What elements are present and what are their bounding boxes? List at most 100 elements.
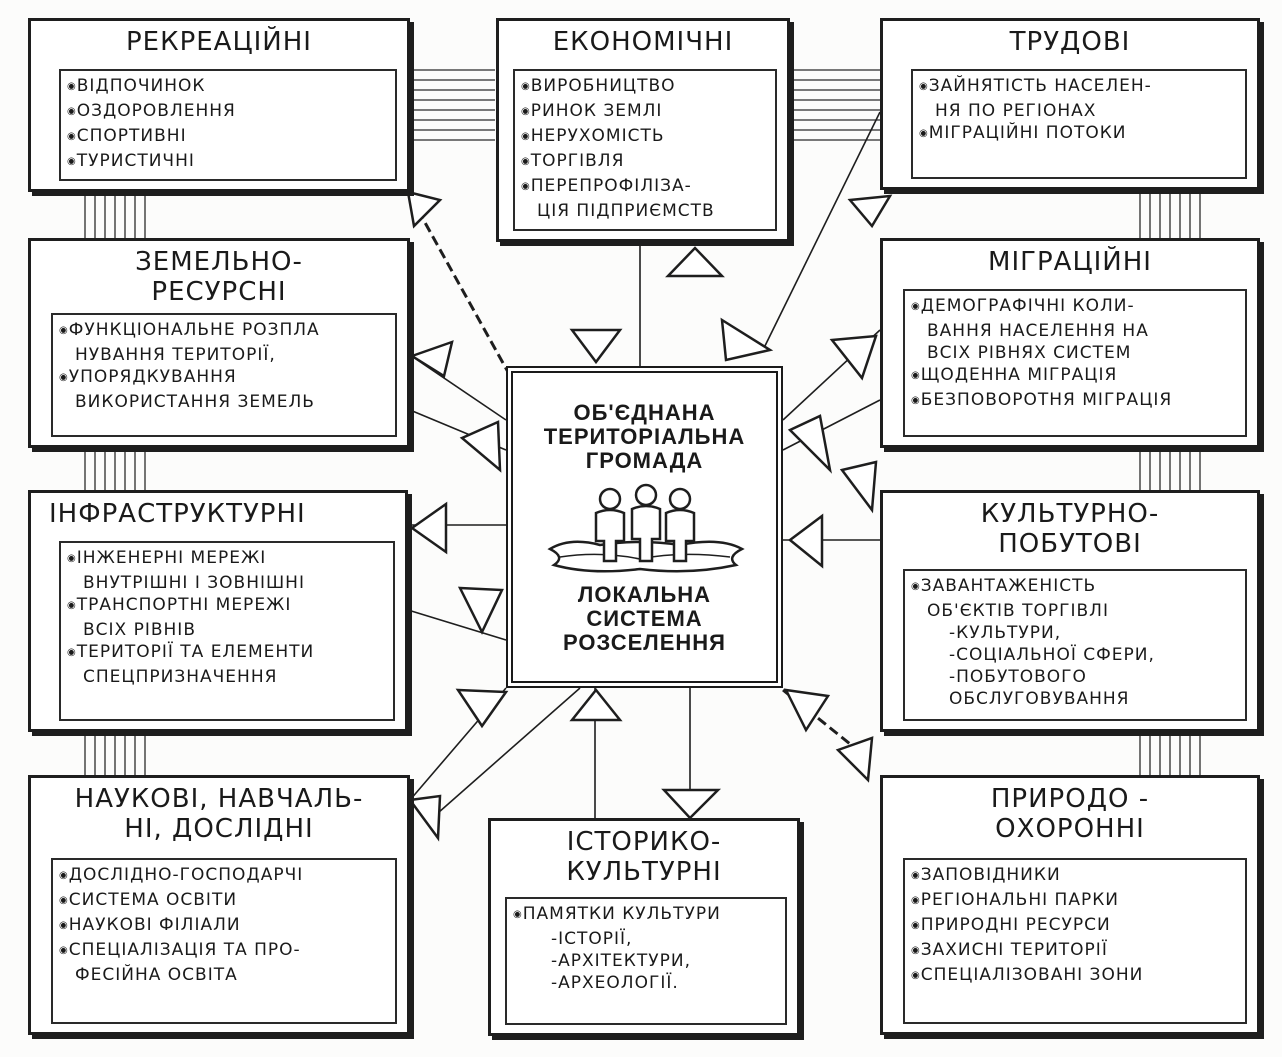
list-item: МІГРАЦІЙНІ ПОТОКИ	[919, 122, 1239, 147]
arrowhead-infrastructure	[409, 501, 448, 555]
arrowhead-labor	[847, 194, 893, 229]
box-items: ФУНКЦІОНАЛЬНЕ РОЗПЛА НУВАННЯ ТЕРИТОРІЇ, …	[51, 313, 397, 437]
list-item: СПОРТИВНІ	[67, 125, 389, 150]
arrowhead-migration	[829, 334, 878, 381]
list-item: РЕГІОНАЛЬНІ ПАРКИ	[911, 889, 1239, 914]
list-item: ЩОДЕННА МІГРАЦІЯ	[911, 364, 1239, 389]
box-items: ПАМЯТКИ КУЛЬТУРИ -ІСТОРІЇ, -АРХІТЕКТУРИ,…	[505, 897, 787, 1025]
box-labor: ТРУДОВІ ЗАЙНЯТІСТЬ НАСЕЛЕН- НЯ ПО РЕГІОН…	[880, 18, 1260, 190]
arrowhead-land	[409, 340, 454, 378]
box-items: ІНЖЕНЕРНІ МЕРЕЖІ ВНУТРІШНІ І ЗОВНІШНІ ТР…	[59, 541, 395, 721]
list-item: ТЕРИТОРІЇ ТА ЕЛЕМЕНТИ СПЕЦПРИЗНАЧЕННЯ	[67, 641, 387, 688]
box-items: ВІДПОЧИНОК ОЗДОРОВЛЕННЯ СПОРТИВНІ ТУРИСТ…	[59, 69, 397, 181]
box-nature-protection: ПРИРОДО - ОХОРОННІ ЗАПОВІДНИКИ РЕГІОНАЛЬ…	[880, 775, 1260, 1035]
list-item: ЗАХИСНІ ТЕРИТОРІЇ	[911, 939, 1239, 964]
list-item: ІНЖЕНЕРНІ МЕРЕЖІ ВНУТРІШНІ І ЗОВНІШНІ	[67, 547, 387, 594]
list-item: ЗАВАНТАЖЕНІСТЬ ОБ'ЄКТІВ ТОРГІВЛІ	[911, 575, 1239, 622]
list-item: УПОРЯДКУВАННЯ ВИКОРИСТАННЯ ЗЕМЕЛЬ	[59, 366, 389, 413]
list-item: НЕРУХОМІСТЬ	[521, 125, 769, 150]
list-item: СПЕЦІАЛІЗОВАНІ ЗОНИ	[911, 964, 1239, 989]
list-subitem: -ІСТОРІЇ,	[551, 929, 633, 949]
box-items: ДЕМОГРАФІЧНІ КОЛИ- ВАННЯ НАСЕЛЕННЯ НА ВС…	[903, 289, 1247, 437]
hatch-left-column	[84, 192, 146, 775]
list-item: ДЕМОГРАФІЧНІ КОЛИ- ВАННЯ НАСЕЛЕННЯ НА ВС…	[911, 295, 1239, 364]
arrowhead-nature	[783, 688, 831, 733]
box-title: ЕКОНОМІЧНІ	[552, 27, 734, 57]
list-item: ВИРОБНИЦТВО	[521, 75, 769, 100]
box-items: ВИРОБНИЦТВО РИНОК ЗЕМЛІ НЕРУХОМІСТЬ ТОРГ…	[513, 69, 777, 231]
list-item: ВІДПОЧИНОК	[67, 75, 389, 100]
hatch-right-column	[1139, 190, 1201, 775]
box-items: ДОСЛІДНО-ГОСПОДАРЧІ СИСТЕМА ОСВІТИ НАУКО…	[51, 858, 397, 1024]
arrowhead-economic-up	[665, 246, 725, 278]
connector-migration-2	[782, 399, 881, 451]
people-icon	[546, 483, 745, 573]
box-historical-cultural: ІСТОРИКО- КУЛЬТУРНІ ПАМЯТКИ КУЛЬТУРИ -ІС…	[488, 818, 800, 1036]
list-item: ПРИРОДНІ РЕСУРСИ	[911, 914, 1239, 939]
arrowhead-infrastructure-2	[457, 586, 504, 635]
connector-labor	[761, 111, 881, 353]
box-title: ПРИРОДО - ОХОРОННІ	[990, 784, 1150, 844]
box-science-education: НАУКОВІ, НАВЧАЛЬ- НІ, ДОСЛІДНІ ДОСЛІДНО-…	[28, 775, 410, 1035]
list-item: БЕЗПОВОРОТНЯ МІГРАЦІЯ	[911, 389, 1239, 414]
connector-science-2	[429, 687, 581, 821]
list-item: ПЕРЕПРОФІЛІЗА- ЦІЯ ПІДПРИЄМСТВ	[521, 175, 769, 222]
arrowhead-labor-2	[720, 317, 774, 362]
box-title: ЗЕМЕЛЬНО- РЕСУРСНІ	[135, 247, 303, 307]
hatch-top-left	[410, 69, 495, 141]
list-item: ОЗДОРОВЛЕННЯ	[67, 100, 389, 125]
arrowhead-science-2	[407, 794, 442, 842]
box-items: ЗАПОВІДНИКИ РЕГІОНАЛЬНІ ПАРКИ ПРИРОДНІ Р…	[903, 858, 1247, 1024]
box-recreational: РЕКРЕАЦІЙНІ ВІДПОЧИНОК ОЗДОРОВЛЕННЯ СПОР…	[28, 18, 410, 192]
center-community-box: ОБ'ЄДНАНА ТЕРИТОРІАЛЬНА ГРОМАДА ЛОКАЛЬНА…	[506, 366, 783, 688]
list-item: СПЕЦІАЛІЗАЦІЯ ТА ПРО- ФЕСІЙНА ОСВІТА	[59, 939, 389, 986]
connector-recreational	[416, 209, 510, 373]
arrowhead-nature-2	[835, 736, 874, 783]
box-title: КУЛЬТУРНО- ПОБУТОВІ	[980, 499, 1160, 559]
arrowhead-science	[455, 688, 509, 729]
list-subitem: -АРХЕОЛОГІЇ.	[551, 973, 679, 993]
arrowhead-cultural	[787, 513, 824, 569]
box-title: ІСТОРИКО- КУЛЬТУРНІ	[566, 827, 722, 887]
list-item: ТРАНСПОРТНІ МЕРЕЖІ ВСІХ РІВНІВ	[67, 594, 387, 641]
arrowhead-historical-2	[661, 788, 722, 820]
arrowhead-economic-down	[569, 328, 623, 365]
center-subtitle: ЛОКАЛЬНА СИСТЕМА РОЗСЕЛЕННЯ	[563, 582, 726, 655]
list-item: НАУКОВІ ФІЛІАЛИ	[59, 914, 389, 939]
list-item: ПАМЯТКИ КУЛЬТУРИ	[513, 903, 779, 928]
box-title: РЕКРЕАЦІЙНІ	[126, 27, 312, 57]
box-title: ІНФРАСТРУКТУРНІ	[49, 499, 306, 529]
arrowhead-historical	[569, 687, 623, 722]
list-subitem: -ПОБУТОВОГО ОБСЛУГОВУВАННЯ	[949, 667, 1130, 709]
arrowhead-recreational	[406, 190, 443, 229]
list-item: ФУНКЦІОНАЛЬНЕ РОЗПЛА НУВАННЯ ТЕРИТОРІЇ,	[59, 319, 389, 366]
box-title: МІГРАЦІЙНІ	[988, 247, 1152, 277]
center-title: ОБ'ЄДНАНА ТЕРИТОРІАЛЬНА ГРОМАДА	[543, 400, 746, 473]
arrowhead-migration-2	[787, 414, 832, 474]
hatch-top-right	[790, 69, 880, 141]
list-item: ТУРИСТИЧНІ	[67, 150, 389, 175]
list-subitem: -КУЛЬТУРИ,	[949, 623, 1062, 643]
connector-infrastructure-2	[407, 609, 507, 641]
list-item: СИСТЕМА ОСВІТИ	[59, 889, 389, 914]
box-migration: МІГРАЦІЙНІ ДЕМОГРАФІЧНІ КОЛИ- ВАННЯ НАСЕ…	[880, 238, 1260, 448]
box-land-resources: ЗЕМЕЛЬНО- РЕСУРСНІ ФУНКЦІОНАЛЬНЕ РОЗПЛА …	[28, 238, 410, 448]
list-item: ДОСЛІДНО-ГОСПОДАРЧІ	[59, 864, 389, 889]
list-subitem: -СОЦІАЛЬНОЇ СФЕРИ,	[949, 645, 1155, 665]
arrowhead-land-2	[459, 420, 502, 473]
box-cultural-domestic: КУЛЬТУРНО- ПОБУТОВІ ЗАВАНТАЖЕНІСТЬ ОБ'ЄК…	[880, 490, 1260, 732]
list-item: РИНОК ЗЕМЛІ	[521, 100, 769, 125]
list-item: ЗАПОВІДНИКИ	[911, 864, 1239, 889]
box-infrastructure: ІНФРАСТРУКТУРНІ ІНЖЕНЕРНІ МЕРЕЖІ ВНУТРІШ…	[28, 490, 408, 732]
arrowhead-cultural-2	[839, 460, 878, 514]
box-title: НАУКОВІ, НАВЧАЛЬ- НІ, ДОСЛІДНІ	[74, 784, 364, 844]
list-item: ТОРГІВЛЯ	[521, 150, 769, 175]
box-items: ЗАЙНЯТІСТЬ НАСЕЛЕН- НЯ ПО РЕГІОНАХ МІГРА…	[911, 69, 1247, 179]
list-subitem: -АРХІТЕКТУРИ,	[551, 951, 691, 971]
list-item: ЗАЙНЯТІСТЬ НАСЕЛЕН- НЯ ПО РЕГІОНАХ	[919, 75, 1239, 122]
box-economic: ЕКОНОМІЧНІ ВИРОБНИЦТВО РИНОК ЗЕМЛІ НЕРУХ…	[496, 18, 790, 242]
box-items: ЗАВАНТАЖЕНІСТЬ ОБ'ЄКТІВ ТОРГІВЛІ -КУЛЬТУ…	[903, 569, 1247, 721]
box-title: ТРУДОВІ	[1009, 27, 1131, 57]
